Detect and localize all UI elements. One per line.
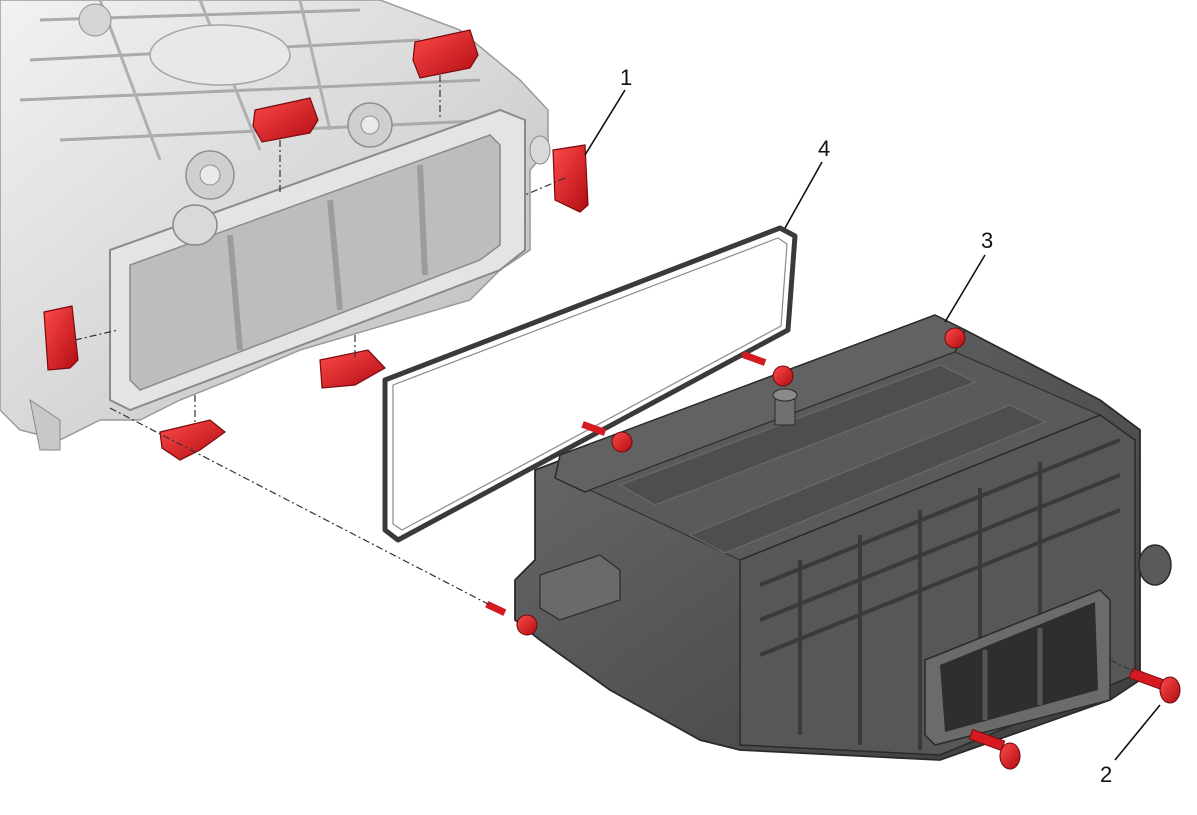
red-clip-1	[412, 29, 479, 79]
callout-4: 4	[784, 136, 830, 229]
callout-1: 1	[584, 65, 632, 156]
red-clip-5	[319, 349, 386, 389]
alignment-line-main	[109, 407, 491, 606]
callout-label-4: 4	[818, 136, 830, 161]
red-bolt-1	[1128, 667, 1181, 704]
red-nut-3	[611, 431, 633, 453]
red-clip-3	[552, 144, 589, 213]
red-nut-4	[516, 614, 538, 636]
red-clip-4	[43, 305, 79, 371]
red-stud-3	[485, 601, 507, 616]
callout-label-2: 2	[1100, 762, 1112, 787]
charge-air-cooler	[514, 314, 1172, 761]
callout-3: 3	[944, 228, 993, 323]
red-clip-2	[252, 97, 319, 143]
red-clip-6	[159, 419, 226, 461]
red-stud-1	[741, 351, 767, 366]
intake-manifold	[0, 0, 551, 451]
callout-label-3: 3	[981, 228, 993, 253]
callout-2: 2	[1100, 704, 1161, 787]
red-nut-2	[772, 365, 794, 387]
red-nut-1	[944, 327, 966, 349]
red-bolt-2	[968, 728, 1021, 770]
gasket	[382, 225, 798, 543]
red-fastener-group	[485, 327, 1181, 770]
alignment-line-bolt	[1109, 659, 1136, 673]
clip-alignment-lines	[74, 75, 566, 425]
callout-label-1: 1	[620, 65, 632, 90]
red-clip-group	[43, 29, 589, 461]
red-stud-2	[581, 421, 607, 436]
